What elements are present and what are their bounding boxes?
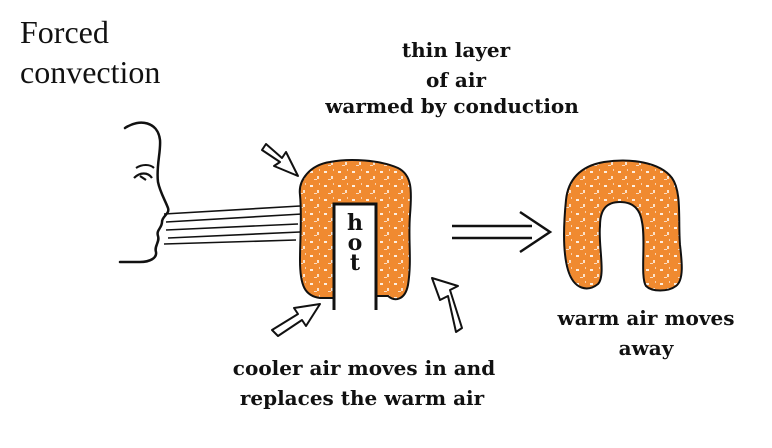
warm-air-layer-right bbox=[563, 159, 683, 292]
eye-icon bbox=[133, 172, 153, 181]
hollow-arrow-icon bbox=[431, 277, 463, 333]
breath-lines-icon bbox=[163, 205, 303, 245]
warm-air-moves-label-line-1: warm air moves bbox=[557, 306, 735, 330]
double-arrow-icon bbox=[452, 210, 553, 254]
thin-layer-label-line-1: thin layer bbox=[401, 38, 511, 62]
hot-letter-t: t bbox=[349, 250, 361, 276]
hot-letter-h: h bbox=[347, 210, 363, 236]
warm-air-moves-label-line-2: away bbox=[618, 336, 674, 360]
thin-layer-label-line-2: of air bbox=[426, 68, 486, 92]
hollow-arrow-icon bbox=[271, 303, 321, 337]
thin-layer-label-line-3: warmed by conduction bbox=[325, 94, 579, 118]
warm-air-layer-left bbox=[298, 159, 412, 301]
hollow-arrow-icon bbox=[261, 143, 299, 177]
title-line-1: Forced bbox=[20, 14, 109, 50]
hot-letter-o: o bbox=[347, 230, 363, 256]
cooler-air-label-line-1: cooler air moves in and bbox=[232, 356, 496, 380]
title-line-2: convection bbox=[20, 54, 161, 90]
cooler-air-label-line-2: replaces the warm air bbox=[239, 386, 485, 410]
eyebrow-icon bbox=[135, 164, 155, 169]
hot-object bbox=[332, 202, 378, 310]
face-profile-icon bbox=[118, 121, 170, 264]
